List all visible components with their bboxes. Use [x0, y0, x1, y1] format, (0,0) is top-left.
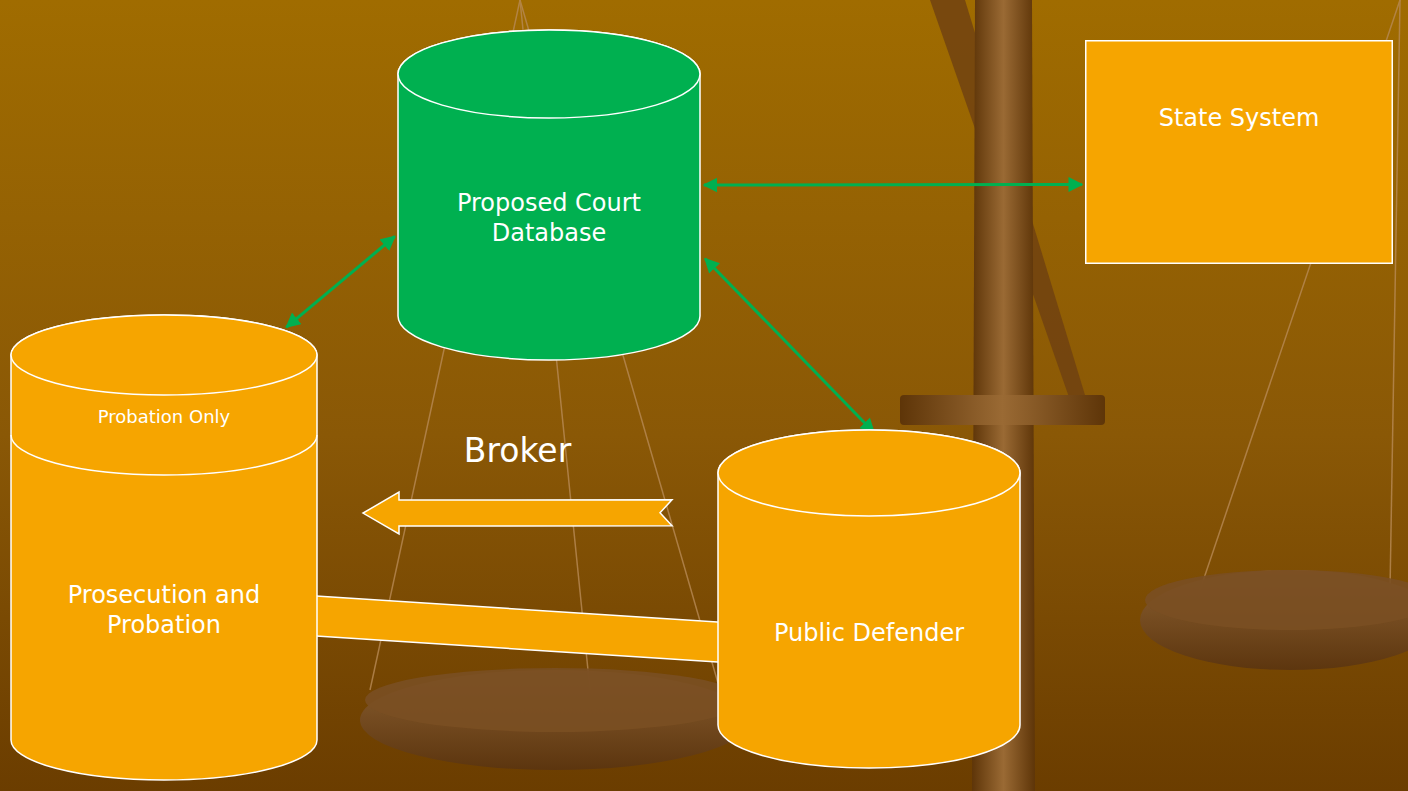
- node-label: Probation Only: [10, 406, 318, 429]
- node-outline: [717, 430, 1021, 768]
- node-label: Prosecution and Probation: [10, 580, 318, 640]
- database-cylinder: Proposed Court Database: [397, 30, 701, 360]
- node-label: Proposed Court Database: [397, 188, 701, 248]
- node-outline: [10, 315, 318, 780]
- broker-arrow: [363, 492, 672, 534]
- link-arrow: [705, 259, 874, 433]
- database-cylinder: Public Defender: [717, 430, 1021, 768]
- node-label: State System: [1085, 103, 1393, 133]
- edge-label: Broker: [464, 431, 571, 470]
- system-box: State System: [1085, 40, 1393, 264]
- node-outline: [1085, 40, 1393, 264]
- link-arrow: [286, 237, 394, 328]
- database-cylinder: Probation OnlyProsecution and Probation: [10, 315, 318, 780]
- link-arrow: [704, 183, 1082, 187]
- node-label: Public Defender: [717, 618, 1021, 648]
